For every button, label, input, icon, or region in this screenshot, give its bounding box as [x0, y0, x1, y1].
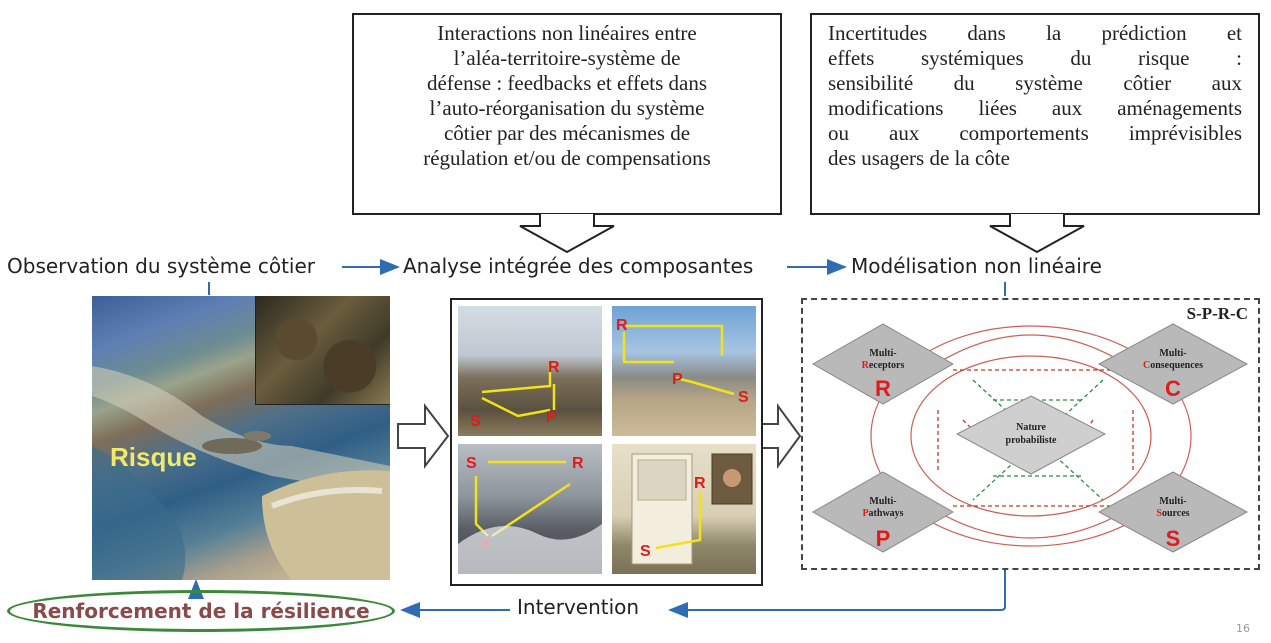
callout-right-line: Incertitudes dans la prédiction et — [828, 21, 1242, 45]
sprc-title: S-P-R-C — [1186, 304, 1248, 323]
letter-r: R — [694, 475, 706, 492]
callout-left-line: régulation et/ou de compensations — [423, 146, 711, 170]
coast-shapes — [92, 366, 390, 580]
consequences-line2: Consequences — [1143, 360, 1203, 371]
label-modelisation: Modélisation non linéaire — [851, 254, 1102, 278]
pathways-line2: Pathways — [862, 508, 903, 519]
component-photo-grid: R S P R P S S R P — [450, 298, 763, 586]
letter-r: R — [616, 317, 628, 334]
label-analyse: Analyse intégrée des composantes — [403, 254, 754, 278]
wave-shape — [458, 524, 602, 574]
pathways-line1: Multi- — [869, 496, 896, 507]
letter-r: R — [548, 359, 560, 376]
slide-number: 16 — [1236, 622, 1250, 635]
label-intervention: Intervention — [517, 595, 640, 619]
photo-pier-beach: R P S — [612, 306, 756, 436]
callout-right-line: sensibilité du système côtier aux — [828, 71, 1242, 95]
pathways-letter: P — [876, 526, 891, 551]
big-arrow-coast-to-grid — [397, 403, 450, 469]
diamond-center — [955, 395, 1107, 475]
callout-left-pointer-arrow — [519, 214, 615, 254]
resilience-label: Renforcement de la résilience — [32, 599, 370, 623]
consequences-line1: Multi- — [1159, 348, 1186, 359]
sources-letter: S — [1166, 526, 1181, 551]
callout-left-line: côtier par des mécanismes de — [443, 121, 691, 145]
center-line2: probabiliste — [1006, 435, 1057, 446]
receptors-line2: Receptors — [862, 360, 905, 371]
letter-s: S — [738, 389, 749, 406]
receptors-line1: Multi- — [869, 348, 896, 359]
callout-left-line: l’auto-réorganisation du système — [429, 96, 705, 120]
letter-s: S — [466, 455, 477, 472]
resilience-ellipse: Renforcement de la résilience — [7, 590, 395, 632]
spr-arrows-2: R P S — [616, 317, 749, 406]
callout-right-line: ou aux comportements imprévisibles — [828, 121, 1242, 145]
sources-line2: Sources — [1156, 508, 1189, 519]
diamond-sources — [1097, 471, 1249, 553]
diamond-consequences — [1097, 323, 1249, 405]
callout-nonlinear-interactions: Interactions non linéaires entre l’aléa-… — [352, 13, 782, 215]
diamond-pathways — [811, 471, 955, 553]
letter-s: S — [470, 413, 481, 430]
spr-arrows-4: R S — [631, 453, 753, 565]
risque-label: Risque — [110, 442, 197, 472]
coast-inset-photo — [255, 296, 390, 405]
photo-seawall: R S P — [458, 306, 602, 436]
label-observation: Observation du système côtier — [7, 254, 315, 278]
sprc-model-box: S-P-R-C — [801, 298, 1260, 570]
callout-right-line: des usagers de la côte — [828, 146, 1010, 170]
spr-arrows-1: R S P — [470, 359, 560, 430]
sources-line1: Multi- — [1159, 496, 1186, 507]
diamond-receptors — [811, 323, 955, 405]
callout-right-line: effets systémiques du risque : — [828, 46, 1242, 70]
letter-p: P — [546, 409, 557, 426]
callout-left-line: l’aléa-territoire-système de — [453, 46, 681, 70]
callout-left-line: Interactions non linéaires entre — [437, 21, 697, 45]
receptors-letter: R — [875, 376, 891, 401]
coast-aerial-photo: Risque — [92, 296, 390, 580]
letter-p: P — [672, 371, 683, 388]
callout-right-pointer-arrow — [989, 214, 1085, 254]
sprc-diagram: Multi- Receptors Multi- Consequences Mul… — [811, 323, 1249, 553]
arrow-sprc-to-intervention — [760, 570, 1006, 611]
callout-uncertainties: Incertitudes dans la prédiction et effet… — [810, 13, 1260, 215]
letter-r: R — [572, 455, 584, 472]
photo-flooded-door: R S — [612, 444, 756, 574]
letter-s: S — [640, 543, 651, 560]
photo-storm-waves: S R P — [458, 444, 602, 574]
callout-right-line: modifications liées aux aménagements — [828, 96, 1242, 120]
callout-left-line: défense : feedbacks et effets dans — [426, 71, 708, 95]
center-line1: Nature — [1016, 422, 1046, 433]
consequences-letter: C — [1165, 376, 1181, 401]
